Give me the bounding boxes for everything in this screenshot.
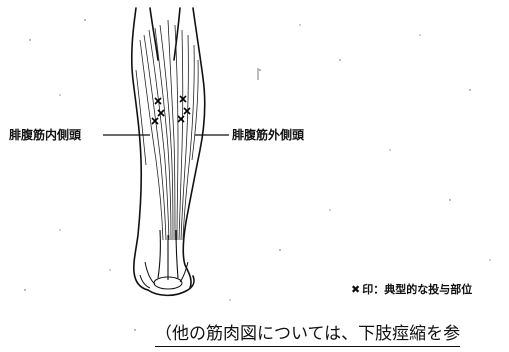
footnote: （他の筋肉図については、下肢痙縮を参 — [155, 319, 460, 347]
injection-markers — [152, 96, 190, 124]
legend: ✖印：典型的な投与部位 — [351, 281, 472, 297]
lateral-head-label: 腓腹筋外側頭 — [232, 128, 304, 142]
x-mark-icon: ✖ — [351, 283, 360, 296]
legend-text: 印：典型的な投与部位 — [362, 283, 472, 296]
medial-head-label: 腓腹筋内側頭 — [9, 128, 81, 142]
